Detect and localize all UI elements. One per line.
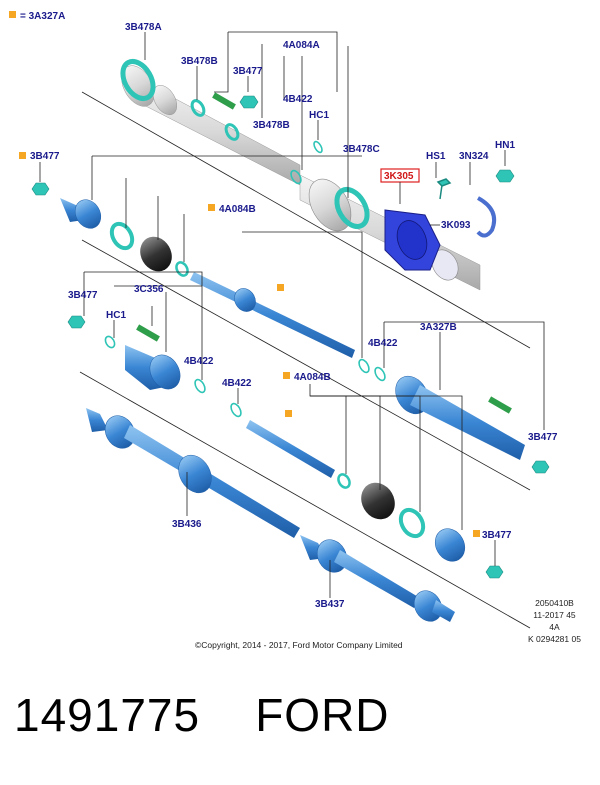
label-4a084a: 4A084A <box>283 40 320 51</box>
label-3c356: 3C356 <box>134 284 164 295</box>
bracket-3n324 <box>476 196 497 238</box>
ring-3b478b-top <box>190 99 206 117</box>
inner-joint-left <box>125 345 181 390</box>
halfshaft-3b436 <box>86 408 300 538</box>
marker-4a084b-mid <box>208 204 215 211</box>
label-4b422-low: 4B422 <box>222 378 252 389</box>
label-3b477-lowright: 3B477 <box>482 530 512 541</box>
label-3b477-left2: 3B477 <box>68 290 98 301</box>
legend-text: = 3A327A <box>20 11 65 22</box>
ref-line: 2050410B <box>535 598 574 608</box>
label-3n324: 3N324 <box>459 151 489 162</box>
clip-green-right <box>488 396 512 414</box>
inner-joint-3a327b <box>395 375 525 460</box>
clip-4b422-right-b <box>374 366 386 382</box>
label-3b437: 3B437 <box>315 599 345 610</box>
label-4a084b-mid: 4A084B <box>219 204 256 215</box>
label-3b478c: 3B478C <box>343 144 380 155</box>
label-3b477-left: 3B477 <box>30 151 60 162</box>
leader-lines <box>39 31 545 598</box>
clip-4b422-top <box>290 169 302 185</box>
copyright-text: ©Copyright, 2014 - 2017, Ford Motor Comp… <box>195 640 403 650</box>
marker-3b477-left <box>19 152 26 159</box>
ring-3b478b-mid <box>224 123 240 141</box>
ref-line: K 0294281 05 <box>528 634 581 644</box>
clip-4b422-left <box>194 378 206 394</box>
label-3b436: 3B436 <box>172 519 202 530</box>
nut-3b477-left <box>31 182 50 196</box>
clamp-low <box>337 473 351 489</box>
label-hs1: HS1 <box>426 151 446 162</box>
label-4b422-left: 4B422 <box>184 356 214 367</box>
exploded-parts-diagram: = 3A327A <box>9 11 558 629</box>
clip-4b422-low <box>230 402 242 418</box>
marker-shaft-mid <box>277 284 284 291</box>
label-hn1: HN1 <box>495 140 515 151</box>
label-3k093: 3K093 <box>441 220 471 231</box>
clip-green-3c356 <box>136 324 160 342</box>
label-3b477-top: 3B477 <box>233 66 263 77</box>
clamp-mid <box>175 261 189 277</box>
bolt-hs1 <box>436 178 452 200</box>
ring-low <box>398 507 426 539</box>
label-3k305: 3K305 <box>384 171 414 182</box>
outer-joint-low <box>434 528 466 562</box>
boot-mid <box>140 236 172 272</box>
clip-hc1-left <box>104 335 116 349</box>
bearing-housing-3k305 <box>384 209 441 271</box>
clip-4b422-right-a <box>358 358 370 374</box>
nut-hn1 <box>495 169 515 183</box>
label-3b477-right: 3B477 <box>528 432 558 443</box>
group-separator-lines <box>79 91 531 629</box>
marker-4a084b-low <box>283 372 290 379</box>
label-4a084b-low: 4A084B <box>294 372 331 383</box>
nut-3b477-lowright <box>485 565 504 579</box>
label-4b422-top: 4B422 <box>283 94 313 105</box>
marker-3b477-lowright <box>473 530 480 537</box>
label-3a327b: 3A327B <box>420 322 457 333</box>
nut-3b477-left2 <box>67 315 86 329</box>
label-hc1-left: HC1 <box>106 310 126 321</box>
shaft-4a084b-low <box>246 420 335 478</box>
legend-marker <box>9 11 16 18</box>
halfshaft-3b437 <box>300 535 455 622</box>
label-3b478a: 3B478A <box>125 22 162 33</box>
label-hc1-top: HC1 <box>309 110 329 121</box>
label-3b478b-top: 3B478B <box>181 56 218 67</box>
boot-low <box>361 482 395 520</box>
label-4b422-right: 4B422 <box>368 338 398 349</box>
outer-cv-joint-mid <box>60 198 102 229</box>
ring-3b478c <box>334 187 370 229</box>
part-number-caption: 1491775 FORD <box>14 689 390 741</box>
nut-3b477-right <box>531 460 550 474</box>
ref-line: 11-2017 45 <box>533 610 576 620</box>
marker-shaft-low <box>285 410 292 417</box>
label-3b478b-mid: 3B478B <box>253 120 290 131</box>
ring-mid-1 <box>109 221 135 251</box>
ref-line: 4A <box>549 622 560 632</box>
clip-green-top <box>212 92 236 110</box>
reference-code-block: 2050410B 11-2017 45 4A K 0294281 05 <box>528 597 581 645</box>
ring-3b478a <box>120 59 156 101</box>
shaft-4a084b-mid <box>190 272 355 358</box>
clip-hc1-top <box>313 140 323 154</box>
nut-3b477-top <box>239 95 259 109</box>
